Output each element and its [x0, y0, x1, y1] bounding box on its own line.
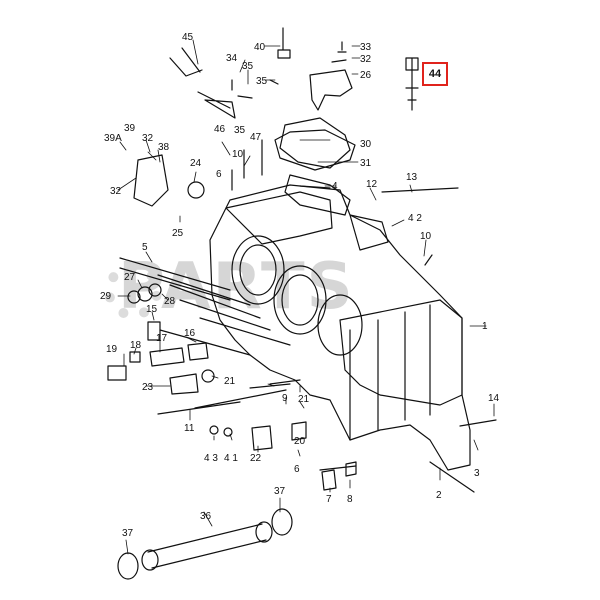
callout-16: 16: [184, 328, 196, 339]
callout-17: 17: [156, 333, 168, 344]
callout-43: 4 3: [204, 453, 218, 464]
callout-28: 28: [164, 296, 176, 307]
callout-47: 47: [250, 132, 262, 143]
callout-40: 40: [254, 42, 266, 53]
callout-32c: 32: [110, 186, 122, 197]
callout-25: 25: [172, 228, 184, 239]
callout-38: 38: [158, 142, 170, 153]
callout-37a: 37: [274, 486, 286, 497]
callout-39a: 39A: [104, 133, 122, 144]
callout-26: 26: [360, 70, 372, 81]
cylinder-bore-3: [317, 294, 363, 356]
bracket: [309, 69, 353, 111]
callout-31: 31: [360, 158, 372, 169]
callout-41: 4 1: [224, 453, 238, 464]
callout-13: 13: [406, 172, 418, 183]
callout-20: 20: [294, 436, 306, 447]
callout-35c: 35: [234, 125, 246, 136]
callout-15: 15: [146, 304, 158, 315]
stud-44: [405, 57, 419, 111]
callout-32b: 32: [142, 133, 154, 144]
callout-29: 29: [100, 291, 112, 302]
callout-7: 7: [326, 494, 332, 505]
callout-19: 19: [106, 344, 118, 355]
callout-9: 9: [282, 393, 288, 404]
callout-34: 34: [226, 53, 238, 64]
callout-6a: 6: [216, 169, 222, 180]
callout-12: 12: [366, 179, 378, 190]
callout-33: 33: [360, 42, 372, 53]
callout-14: 14: [488, 393, 500, 404]
callout-46: 46: [214, 124, 226, 135]
callout-10b: 10: [420, 231, 432, 242]
callout-8: 8: [347, 494, 353, 505]
callout-3: 3: [474, 468, 480, 479]
callout-30: 30: [360, 139, 372, 150]
callout-42: 4 2: [408, 213, 422, 224]
callout-1: 1: [482, 321, 488, 332]
callout-5: 5: [142, 242, 148, 253]
callout-2: 2: [436, 490, 442, 501]
callout-10a: 10: [232, 149, 244, 160]
callout-labels: 1 2 3 4 5 6 6 7 8 9 10 10 11 12 13 14 15…: [100, 32, 500, 539]
watermark-gear-icon: [104, 262, 162, 320]
seal-ring-left: [117, 552, 139, 580]
crankcase-outline: [209, 184, 471, 471]
callout-22: 22: [250, 453, 262, 464]
callout-27: 27: [124, 272, 136, 283]
callout-24: 24: [190, 158, 202, 169]
oil-return-tube: [147, 523, 267, 569]
callout-21b: 21: [298, 394, 310, 405]
highlighted-callout-44[interactable]: 44: [422, 62, 448, 86]
callout-11: 11: [184, 423, 195, 434]
callout-4: 4: [332, 181, 338, 192]
callout-32a: 32: [360, 54, 372, 65]
cylinder-bore-2: [273, 265, 327, 335]
breather-cover: [279, 117, 351, 169]
seal-ring-right: [271, 508, 293, 536]
callout-45: 45: [182, 32, 194, 43]
callout-21a: 21: [224, 376, 236, 387]
crankcase-flange: [339, 299, 463, 406]
callout-39: 39: [124, 123, 136, 134]
callout-35a: 35: [242, 61, 254, 72]
callout-6b: 6: [294, 464, 300, 475]
cylinder-bore-1: [231, 235, 285, 305]
callout-23: 23: [142, 382, 154, 393]
callout-18: 18: [130, 340, 142, 351]
callout-37b: 37: [122, 528, 134, 539]
callout-35b: 35: [256, 76, 268, 87]
callout-36: 36: [200, 511, 212, 522]
